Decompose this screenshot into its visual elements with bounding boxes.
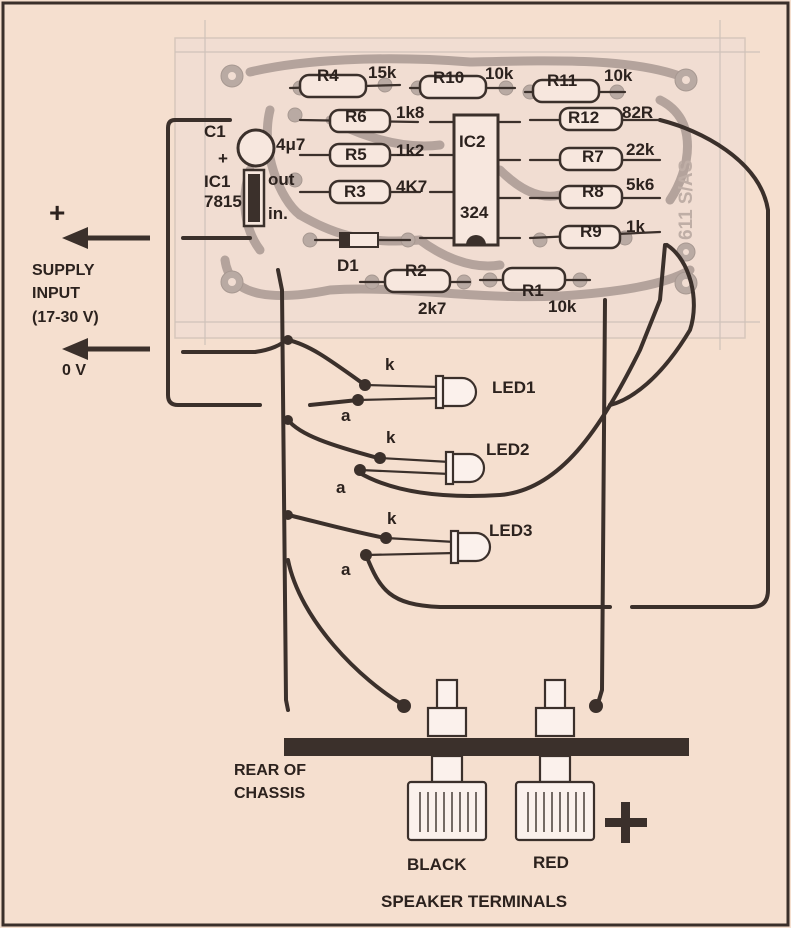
r7-label: R7 bbox=[582, 147, 604, 166]
c1-plus: + bbox=[218, 149, 228, 168]
d1-label: D1 bbox=[337, 256, 359, 275]
r6-label: R6 bbox=[345, 107, 367, 126]
ic2-chip: IC2 324 bbox=[418, 113, 522, 247]
r5-label: R5 bbox=[345, 145, 367, 164]
ic1-label: IC1 bbox=[204, 172, 230, 191]
ic2-label: IC2 bbox=[459, 132, 485, 151]
led2: k a LED2 bbox=[336, 428, 529, 497]
r3-label: R3 bbox=[344, 182, 366, 201]
supply-label-line1: SUPPLY bbox=[32, 262, 95, 279]
r8-value: 5k6 bbox=[626, 175, 654, 194]
resistor-r10: R10 10k bbox=[408, 64, 517, 100]
led3-k-label: k bbox=[387, 509, 397, 528]
r9-label: R9 bbox=[580, 222, 602, 241]
r2-label: R2 bbox=[405, 261, 427, 280]
led2-label: LED2 bbox=[486, 440, 529, 459]
r10-label: R10 bbox=[433, 68, 464, 87]
r7-value: 22k bbox=[626, 140, 655, 159]
resistor-r2: R2 2k7 bbox=[358, 261, 472, 318]
black-terminal: BLACK bbox=[406, 678, 488, 874]
red-label: RED bbox=[533, 853, 569, 872]
resistor-r7: R7 22k bbox=[528, 140, 662, 172]
speaker-plus-sign: + bbox=[0, 0, 647, 843]
board-reference: 611 S/AS bbox=[676, 160, 697, 240]
led1-a-label: a bbox=[341, 406, 351, 425]
diode-d1: D1 bbox=[313, 232, 412, 275]
capacitor-c1: C1 + 4μ7 bbox=[204, 122, 305, 168]
led1-k-label: k bbox=[385, 355, 395, 374]
r1-label: R1 bbox=[522, 281, 544, 300]
led1: k a LED1 bbox=[341, 355, 535, 425]
led1-label: LED1 bbox=[492, 378, 535, 397]
speaker-terminals-label: SPEAKER TERMINALS bbox=[381, 892, 567, 911]
r10-value: 10k bbox=[485, 64, 514, 83]
ic2-number: 324 bbox=[460, 203, 489, 222]
chassis-label-line1: REAR OF bbox=[234, 762, 306, 779]
r8-label: R8 bbox=[582, 182, 604, 201]
led2-a-label: a bbox=[336, 478, 346, 497]
supply-label-line2: INPUT bbox=[32, 285, 80, 302]
red-terminal: RED bbox=[514, 678, 596, 872]
led2-k-label: k bbox=[386, 428, 396, 447]
r3-value: 4K7 bbox=[396, 177, 427, 196]
resistor-r4: R4 15k bbox=[288, 63, 402, 99]
r5-value: 1k2 bbox=[396, 141, 424, 160]
resistor-r5: R5 1k2 bbox=[298, 141, 424, 168]
r4-value: 15k bbox=[368, 63, 397, 82]
r12-label: R12 bbox=[568, 108, 599, 127]
c1-label: C1 bbox=[204, 122, 226, 141]
r12-value: 82R bbox=[622, 103, 653, 122]
ic1-in-label: in. bbox=[268, 204, 288, 223]
black-label: BLACK bbox=[407, 855, 467, 874]
resistor-r11: R11 10k bbox=[523, 66, 633, 104]
zero-volt-label: 0 V bbox=[62, 362, 86, 379]
r11-label: R11 bbox=[547, 71, 577, 90]
r2-value: 2k7 bbox=[418, 299, 446, 318]
r1-value: 10k bbox=[548, 297, 577, 316]
c1-value: 4μ7 bbox=[276, 135, 305, 154]
regulator-ic1: IC1 7815 out in. bbox=[204, 168, 295, 228]
chassis-label-line2: CHASSIS bbox=[234, 785, 305, 802]
led3-label: LED3 bbox=[489, 521, 532, 540]
supply-label-line3: (17-30 V) bbox=[32, 309, 99, 326]
r9-value: 1k bbox=[626, 217, 645, 236]
supply-plus-sign: + bbox=[49, 197, 65, 228]
resistor-r12: R12 82R bbox=[528, 103, 662, 132]
led3-a-label: a bbox=[341, 560, 351, 579]
resistor-r3: R3 4K7 bbox=[298, 177, 427, 205]
ic1-number: 7815 bbox=[204, 192, 242, 211]
resistor-r9: R9 1k bbox=[528, 217, 662, 250]
svg-text:+: + bbox=[0, 0, 1, 1]
r4-label: R4 bbox=[317, 66, 339, 85]
led3: k a LED3 bbox=[341, 509, 532, 579]
ic1-out-label: out bbox=[268, 170, 295, 189]
resistor-r1: R1 10k bbox=[478, 266, 592, 316]
supply-input: + SUPPLY INPUT (17-30 V) 0 V bbox=[32, 197, 150, 379]
resistor-r8: R8 5k6 bbox=[528, 175, 662, 210]
chassis-panel bbox=[284, 738, 689, 756]
resistor-r6: R6 1k8 bbox=[298, 103, 424, 134]
r11-value: 10k bbox=[604, 66, 633, 85]
r6-value: 1k8 bbox=[396, 103, 424, 122]
